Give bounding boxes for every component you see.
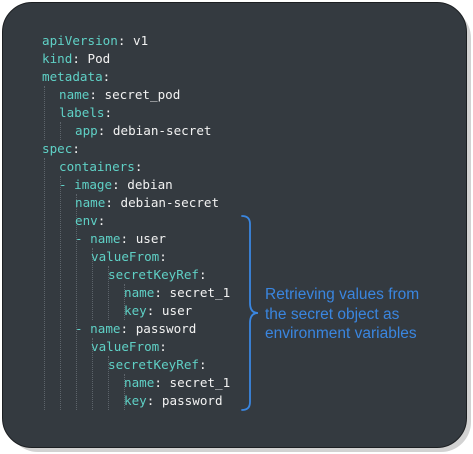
indent-guide: [92, 338, 93, 410]
code-line-secret-name: name: secret_1: [124, 375, 231, 390]
yaml-key: secretKeyRef: [108, 357, 199, 372]
code-line-valuefrom: valueFrom:: [91, 339, 167, 354]
yaml-key: name: [75, 195, 106, 210]
code-panel: apiVersion: v1 kind: Pod metadata: name:…: [2, 2, 467, 448]
yaml-key: valueFrom: [91, 339, 160, 354]
yaml-value: user: [161, 303, 193, 318]
indent-guide: [60, 122, 61, 140]
code-line-secretkeyref: secretKeyRef:: [108, 357, 207, 372]
yaml-key: apiVersion: [42, 33, 118, 48]
code-line-env-password-name: - name: password: [75, 321, 197, 336]
yaml-key: key: [124, 393, 147, 408]
annotation-text: Retrieving values from the secret object…: [265, 285, 465, 344]
code-line-secret-key: key: user: [124, 303, 193, 318]
yaml-key: name: [59, 87, 90, 102]
yaml-value: user: [135, 231, 167, 246]
yaml-key: name: [124, 285, 155, 300]
code-line-secret-name: name: secret_1: [124, 285, 231, 300]
code-line-containers: containers:: [59, 159, 143, 174]
yaml-value: debian-secret: [120, 195, 220, 210]
code-line-metadata-name: name: secret_pod: [59, 87, 181, 102]
yaml-value: secret_pod: [104, 87, 181, 102]
code-line-env: env:: [75, 213, 106, 228]
yaml-key: image: [74, 177, 113, 192]
yaml-key: app: [75, 123, 98, 138]
yaml-key: kind: [42, 51, 73, 66]
code-line-spec: spec:: [42, 141, 80, 156]
yaml-key: name: [90, 231, 121, 246]
code-line-metadata: metadata:: [42, 69, 111, 84]
yaml-value: password: [161, 393, 223, 408]
indent-guide: [92, 248, 93, 320]
code-line-apiversion: apiVersion: v1: [42, 33, 149, 48]
yaml-key: key: [124, 303, 147, 318]
code-line-labels: labels:: [59, 105, 113, 120]
yaml-key: name: [124, 375, 155, 390]
yaml-value: secret_1: [169, 375, 231, 390]
code-line-env-user-name: - name: user: [75, 231, 167, 246]
code-line-secret-key: key: password: [124, 393, 223, 408]
code-line-secretkeyref: secretKeyRef:: [108, 267, 207, 282]
code-line-kind: kind: Pod: [42, 51, 111, 66]
yaml-key: secretKeyRef: [108, 267, 199, 282]
indent-guide: [108, 356, 109, 410]
indent-guide: [44, 86, 45, 140]
indent-guide: [60, 176, 61, 410]
annotation-line: Retrieving values from: [265, 286, 420, 303]
yaml-key: env: [75, 213, 98, 228]
code-line-valuefrom: valueFrom:: [91, 249, 167, 264]
yaml-value: v1: [133, 33, 149, 48]
yaml-value: debian: [127, 177, 173, 192]
yaml-value: secret_1: [169, 285, 231, 300]
curly-brace-icon: [241, 215, 259, 411]
yaml-key: labels: [59, 105, 105, 120]
annotation-line: the secret object as: [265, 305, 400, 323]
yaml-key: valueFrom: [91, 249, 160, 264]
yaml-key: containers: [59, 159, 135, 174]
code-line-app: app: debian-secret: [75, 123, 212, 138]
yaml-key: name: [90, 321, 121, 336]
yaml-value: password: [135, 321, 197, 336]
indent-guide: [124, 374, 125, 410]
indent-guide: [44, 158, 45, 410]
indent-guide: [124, 284, 125, 320]
yaml-code-block: apiVersion: v1 kind: Pod metadata: name:…: [3, 3, 466, 447]
code-line-image: - image: debian: [59, 177, 173, 192]
indent-guide: [108, 266, 109, 320]
yaml-key: spec: [42, 141, 73, 156]
code-line-container-name: name: debian-secret: [75, 195, 220, 210]
yaml-value: Pod: [87, 51, 111, 66]
annotation-line: environment variables: [265, 325, 417, 342]
indent-guide: [76, 194, 77, 410]
yaml-key: metadata: [42, 69, 103, 84]
yaml-value: debian-secret: [112, 123, 212, 138]
